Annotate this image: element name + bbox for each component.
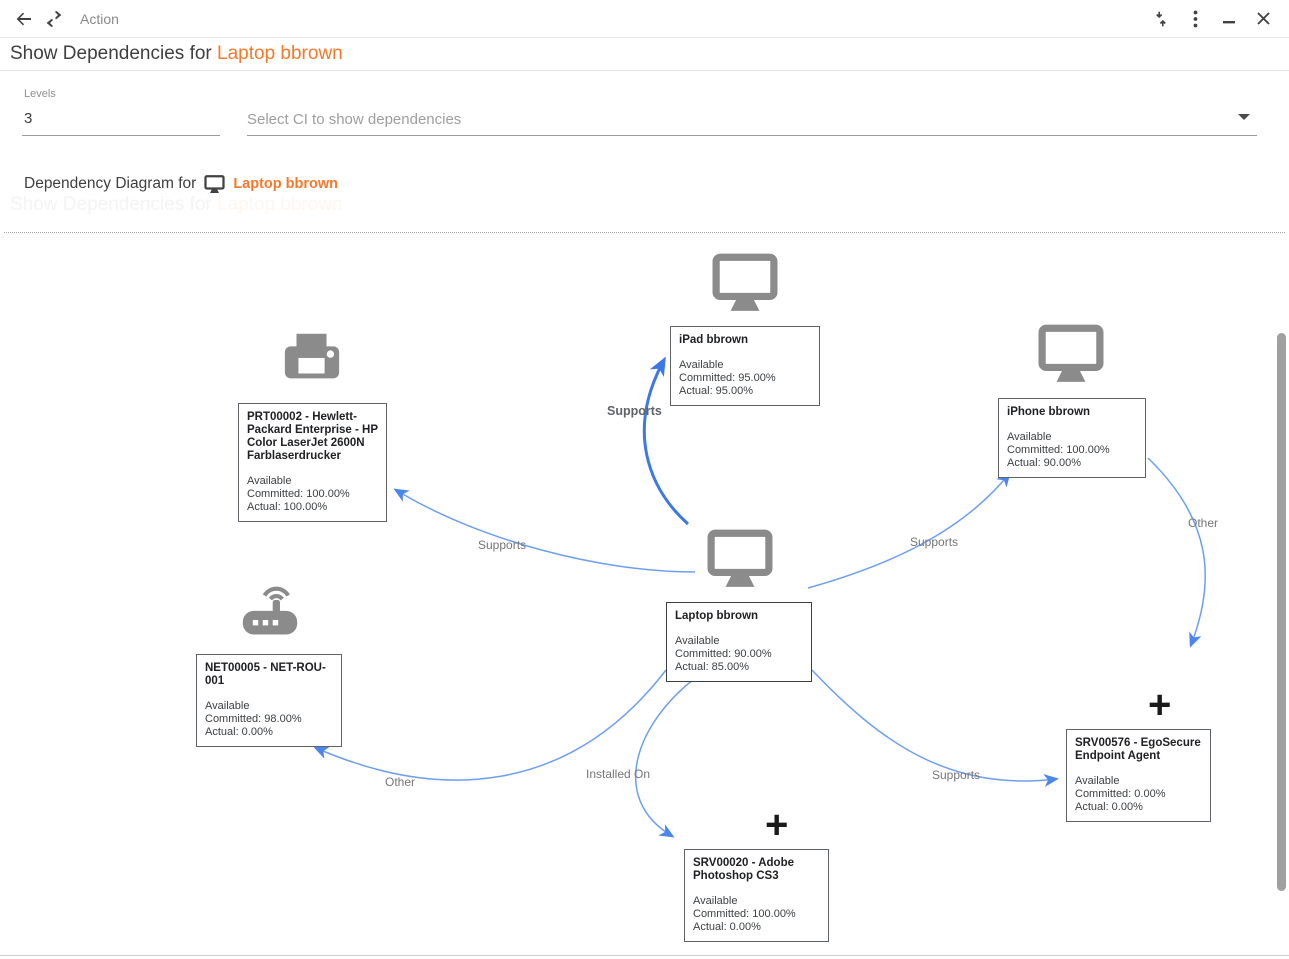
- edge-label-installed-on: Installed On: [586, 767, 651, 781]
- node-title: NET00005 - NET-ROU-001: [205, 662, 326, 687]
- edge-label-supports-srv00576: Supports: [932, 768, 981, 782]
- levels-underline: [22, 135, 220, 136]
- node-actual: Actual: 85.00%: [675, 661, 749, 673]
- swap-arrows-icon[interactable]: [44, 9, 64, 29]
- node-status: Available: [693, 895, 738, 907]
- node-committed: Committed: 0.00%: [1075, 788, 1166, 800]
- dotted-divider: [4, 232, 1285, 233]
- levels-input[interactable]: 3: [24, 110, 33, 127]
- diagram-header-prefix: Dependency Diagram for: [24, 175, 197, 192]
- plus-icon: +: [1148, 683, 1172, 727]
- diagram-header-ci-name[interactable]: Laptop bbrown: [233, 176, 339, 192]
- node-title: Laptop bbrown: [675, 610, 759, 622]
- edge-label-supports-printer: Supports: [478, 538, 527, 552]
- back-icon[interactable]: [14, 9, 34, 29]
- minimize-icon[interactable]: [1219, 9, 1239, 29]
- node-status: Available: [247, 475, 292, 487]
- action-label: Action: [80, 10, 119, 27]
- node-status: Available: [679, 359, 724, 371]
- node-actual: Actual: 100.00%: [247, 501, 328, 513]
- router-icon: [241, 582, 299, 643]
- node-committed: Committed: 90.00%: [675, 648, 772, 660]
- monitor-icon: [707, 529, 773, 592]
- dropdown-caret-icon[interactable]: [1238, 114, 1250, 120]
- node-status: Available: [1075, 775, 1120, 787]
- node-actual: Actual: 0.00%: [693, 921, 761, 933]
- node-actual: Actual: 90.00%: [1007, 457, 1081, 469]
- node-status: Available: [1007, 431, 1052, 443]
- node-title: PRT00002 - Hewlett-Packard Enterprise - …: [247, 411, 378, 462]
- page-title: Show Dependencies for Laptop bbrown: [0, 38, 1289, 71]
- node-title: SRV00576 - EgoSecure Endpoint Agent: [1075, 737, 1201, 762]
- node-status: Available: [675, 635, 720, 647]
- node-actual: Actual: 0.00%: [1075, 801, 1143, 813]
- node-committed: Committed: 100.00%: [693, 908, 796, 920]
- node-title: iPhone bbrown: [1007, 406, 1091, 418]
- select-ci-input[interactable]: Select CI to show dependencies: [247, 111, 462, 128]
- collapse-icon[interactable]: [1151, 9, 1171, 29]
- printer-icon: [281, 332, 343, 387]
- ghost-title: Show Dependencies for Laptop bbrown: [10, 194, 343, 215]
- node-actual: Actual: 95.00%: [679, 385, 753, 397]
- vertical-scrollbar-thumb[interactable]: [1277, 333, 1286, 891]
- edge-label-other-right: Other: [1188, 516, 1219, 530]
- node-committed: Committed: 100.00%: [1007, 444, 1110, 456]
- select-ci-underline: [247, 135, 1257, 136]
- edge-label-other-net: Other: [385, 775, 416, 789]
- node-committed: Committed: 95.00%: [679, 372, 776, 384]
- monitor-icon: [1038, 324, 1104, 387]
- bottom-divider: [0, 955, 1289, 956]
- node-title: SRV00020 - Adobe Photoshop CS3: [693, 857, 794, 882]
- page-title-ci-name[interactable]: Laptop bbrown: [217, 43, 343, 64]
- titlebar: Action: [0, 0, 1289, 38]
- levels-label: Levels: [24, 88, 56, 100]
- node-actual: Actual: 0.00%: [205, 726, 273, 738]
- node-committed: Committed: 98.00%: [205, 713, 302, 725]
- monitor-icon: [712, 253, 778, 316]
- diagram-header: Dependency Diagram for Laptop bbrown: [24, 175, 338, 193]
- page-title-prefix: Show Dependencies for: [10, 43, 212, 64]
- close-icon[interactable]: [1253, 9, 1273, 29]
- node-status: Available: [205, 700, 250, 712]
- node-title: iPad bbrown: [679, 334, 748, 346]
- plus-icon: +: [765, 803, 789, 847]
- edge-label-supports-iphone: Supports: [910, 535, 959, 549]
- edge-label-supports-ipad: Supports: [607, 404, 662, 418]
- kebab-menu-icon[interactable]: [1185, 9, 1205, 29]
- node-committed: Committed: 100.00%: [247, 488, 350, 500]
- monitor-icon: [204, 175, 225, 193]
